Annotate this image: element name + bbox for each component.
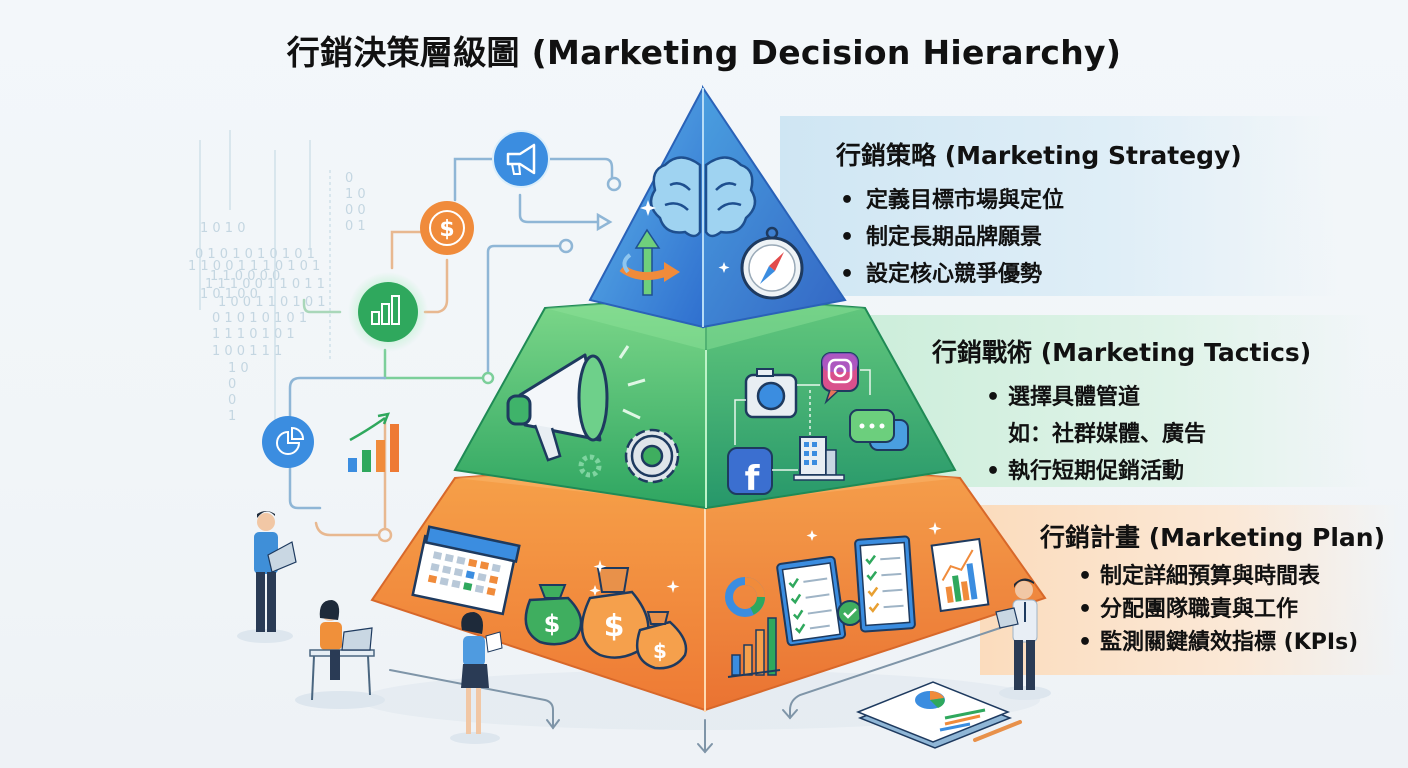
- plan-heading: 行銷計畫 (Marketing Plan): [1040, 523, 1386, 552]
- svg-text:0: 0: [228, 393, 236, 408]
- plan-bullet: 分配團隊職責與工作: [1074, 593, 1385, 626]
- svg-text:1 0 0 1 1 0 1 0 1: 1 0 0 1 1 0 1 0 1: [218, 295, 326, 310]
- strategy-bullets: 定義目標市場與定位 制定長期品牌願景 設定核心競爭優勢: [836, 182, 1242, 293]
- camera-icon: [744, 368, 798, 419]
- money-bag-icon: $ $ $: [524, 567, 688, 670]
- svg-text:0 1: 0 1: [345, 219, 366, 234]
- strategy-bullet: 定義目標市場與定位: [836, 182, 1242, 219]
- svg-text:$: $: [653, 639, 667, 663]
- svg-text:1 1 1 0 0 1 1 0 1 1: 1 1 1 0 0 1 1 0 1 1: [205, 277, 325, 292]
- gear-icon: [578, 428, 680, 484]
- building-icon: [793, 436, 845, 481]
- flow-icon-dollar: $: [420, 201, 474, 255]
- svg-text:1 1 0 0 1 1 1 0 1 0 1: 1 1 0 0 1 1 1 0 1 0 1: [188, 259, 320, 274]
- svg-text:f: f: [745, 459, 761, 499]
- tactics-panel: 行銷戰術 (Marketing Tactics) 選擇具體管道 如：社群媒體、廣…: [932, 333, 1311, 490]
- report-document-icon: [855, 681, 1022, 749]
- calendar-icon: [411, 525, 521, 616]
- bar-chart-icon: [727, 617, 781, 678]
- svg-text:1 0 0 1 1 1: 1 0 0 1 1 1: [212, 344, 282, 359]
- chat-bubbles-icon: [849, 409, 909, 451]
- brain-icon: [649, 156, 757, 238]
- strategy-heading: 行銷策略 (Marketing Strategy): [836, 141, 1242, 170]
- svg-text:$: $: [544, 610, 561, 638]
- direction-arrows-icon: [619, 228, 680, 296]
- woman-at-laptop: [295, 600, 385, 709]
- plan-sparkles: [589, 522, 942, 596]
- megaphone-icon: [506, 345, 646, 462]
- strategy-bullet: 制定長期品牌願景: [836, 219, 1242, 256]
- line-chart-icon: [930, 537, 990, 613]
- tactics-bullet: 執行短期促銷活動: [982, 453, 1311, 490]
- tactics-heading: 行銷戰術 (Marketing Tactics): [932, 338, 1312, 367]
- plan-panel: 行銷計畫 (Marketing Plan) 制定詳細預算與時間表 分配團隊職責與…: [1040, 518, 1385, 659]
- growth-chart-icon: [348, 412, 399, 472]
- svg-text:1 0: 1 0: [345, 187, 366, 202]
- pie-chart-icon: [725, 577, 765, 617]
- flow-connectors: [288, 157, 622, 543]
- svg-text:0 1 0 1 0 1 0 1 0 1: 0 1 0 1 0 1 0 1 0 1: [195, 247, 315, 262]
- tactics-bullet: 選擇具體管道: [982, 379, 1311, 416]
- plan-bullet: 監測關鍵績效指標 (KPIs): [1074, 626, 1385, 659]
- sparkle-icon: [640, 200, 730, 273]
- svg-text:1: 1: [228, 409, 236, 424]
- strategy-panel: 行銷策略 (Marketing Strategy) 定義目標市場與定位 制定長期…: [836, 136, 1242, 293]
- compass-icon: [740, 226, 804, 300]
- flow-icon-megaphone: [492, 130, 550, 188]
- flow-icon-pie-chart: [262, 416, 314, 468]
- tactics-bullets: 選擇具體管道 如：社群媒體、廣告 執行短期促銷活動: [982, 379, 1311, 490]
- svg-text:0 0: 0 0: [345, 203, 366, 218]
- svg-text:1 0: 1 0: [228, 361, 249, 376]
- man-with-tablet-right: [995, 578, 1051, 700]
- svg-text:1 0 1 0: 1 0 1 0: [200, 221, 245, 236]
- man-with-tablet: [237, 511, 297, 643]
- checklist-icon: [776, 535, 916, 647]
- svg-text:0 1 0 1 0 1 0 1: 0 1 0 1 0 1 0 1: [212, 311, 307, 326]
- diagram-title: 行銷決策層級圖 (Marketing Decision Hierarchy): [286, 33, 1122, 72]
- plan-bullets: 制定詳細預算與時間表 分配團隊職責與工作 監測關鍵績效指標 (KPIs): [1074, 560, 1385, 659]
- facebook-icon: f: [727, 447, 773, 499]
- instagram-icon: [821, 352, 859, 405]
- plan-bullet: 制定詳細預算與時間表: [1074, 560, 1385, 593]
- svg-text:1 1 0 0 0 0: 1 1 0 0 0 0: [210, 269, 280, 284]
- svg-text:1 0 1 0 0: 1 0 1 0 0: [200, 287, 258, 302]
- svg-text:$: $: [439, 217, 454, 242]
- tactics-bullet-continuation: 如：社群媒體、廣告: [1008, 422, 1207, 447]
- svg-text:0: 0: [345, 171, 353, 186]
- strategy-bullet: 設定核心競爭優勢: [836, 256, 1242, 293]
- woman-with-document: [450, 612, 503, 744]
- binary-background: 1 0 1 0 0 1 0 1 0 1 0 1 0 1 1 1 0 0 0 0 …: [188, 171, 366, 424]
- svg-text:0: 0: [228, 377, 236, 392]
- flow-icon-bar-chart: [348, 272, 428, 352]
- svg-text:$: $: [604, 609, 625, 644]
- svg-text:1 1 1 0 1 0 1: 1 1 1 0 1 0 1: [212, 327, 295, 342]
